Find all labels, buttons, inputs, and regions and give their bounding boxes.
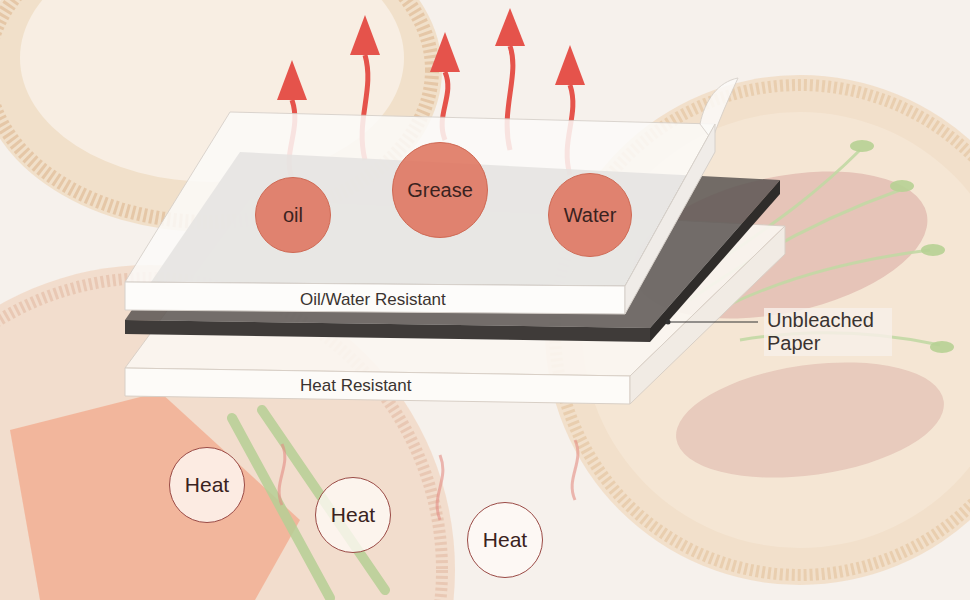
heat-wisp (572, 440, 578, 500)
leaf (921, 244, 945, 256)
heat-circle: Heat (315, 477, 391, 553)
arrow-head (555, 45, 585, 85)
substance-circle: oil (255, 177, 331, 253)
substance-circle: Grease (392, 142, 488, 238)
heat-circle: Heat (467, 502, 543, 578)
oil-layer-side (625, 124, 715, 314)
substance-circle: Water (548, 173, 632, 257)
paper-layer-front (125, 320, 650, 342)
leader-line (668, 321, 758, 322)
oil-layer-curl (700, 78, 738, 140)
node-text: Heat (185, 473, 229, 497)
arrow-head (350, 15, 380, 55)
leaf (850, 140, 874, 152)
leaf (890, 180, 914, 192)
meat-slice (669, 347, 952, 494)
arrow-head (277, 60, 307, 100)
layer-label: Oil/Water Resistant (300, 290, 446, 310)
heat-layer-front (125, 368, 630, 404)
arrow-head (430, 32, 460, 72)
node-text: Grease (407, 179, 473, 202)
oil-layer-front (125, 282, 625, 314)
callout-label: Unbleached Paper (764, 308, 892, 356)
node-text: oil (283, 204, 303, 227)
asparagus (232, 410, 385, 598)
node-text: Heat (331, 503, 375, 527)
arrow-head (495, 8, 525, 46)
node-text: Heat (483, 528, 527, 552)
heat-circle: Heat (169, 447, 245, 523)
salmon (10, 392, 300, 600)
heat-wisp (437, 455, 443, 520)
layer-label: Heat Resistant (300, 376, 412, 396)
leaf (930, 341, 954, 353)
heat-wisp (279, 444, 285, 505)
oil-layer-top (125, 112, 715, 286)
node-text: Water (564, 204, 617, 227)
